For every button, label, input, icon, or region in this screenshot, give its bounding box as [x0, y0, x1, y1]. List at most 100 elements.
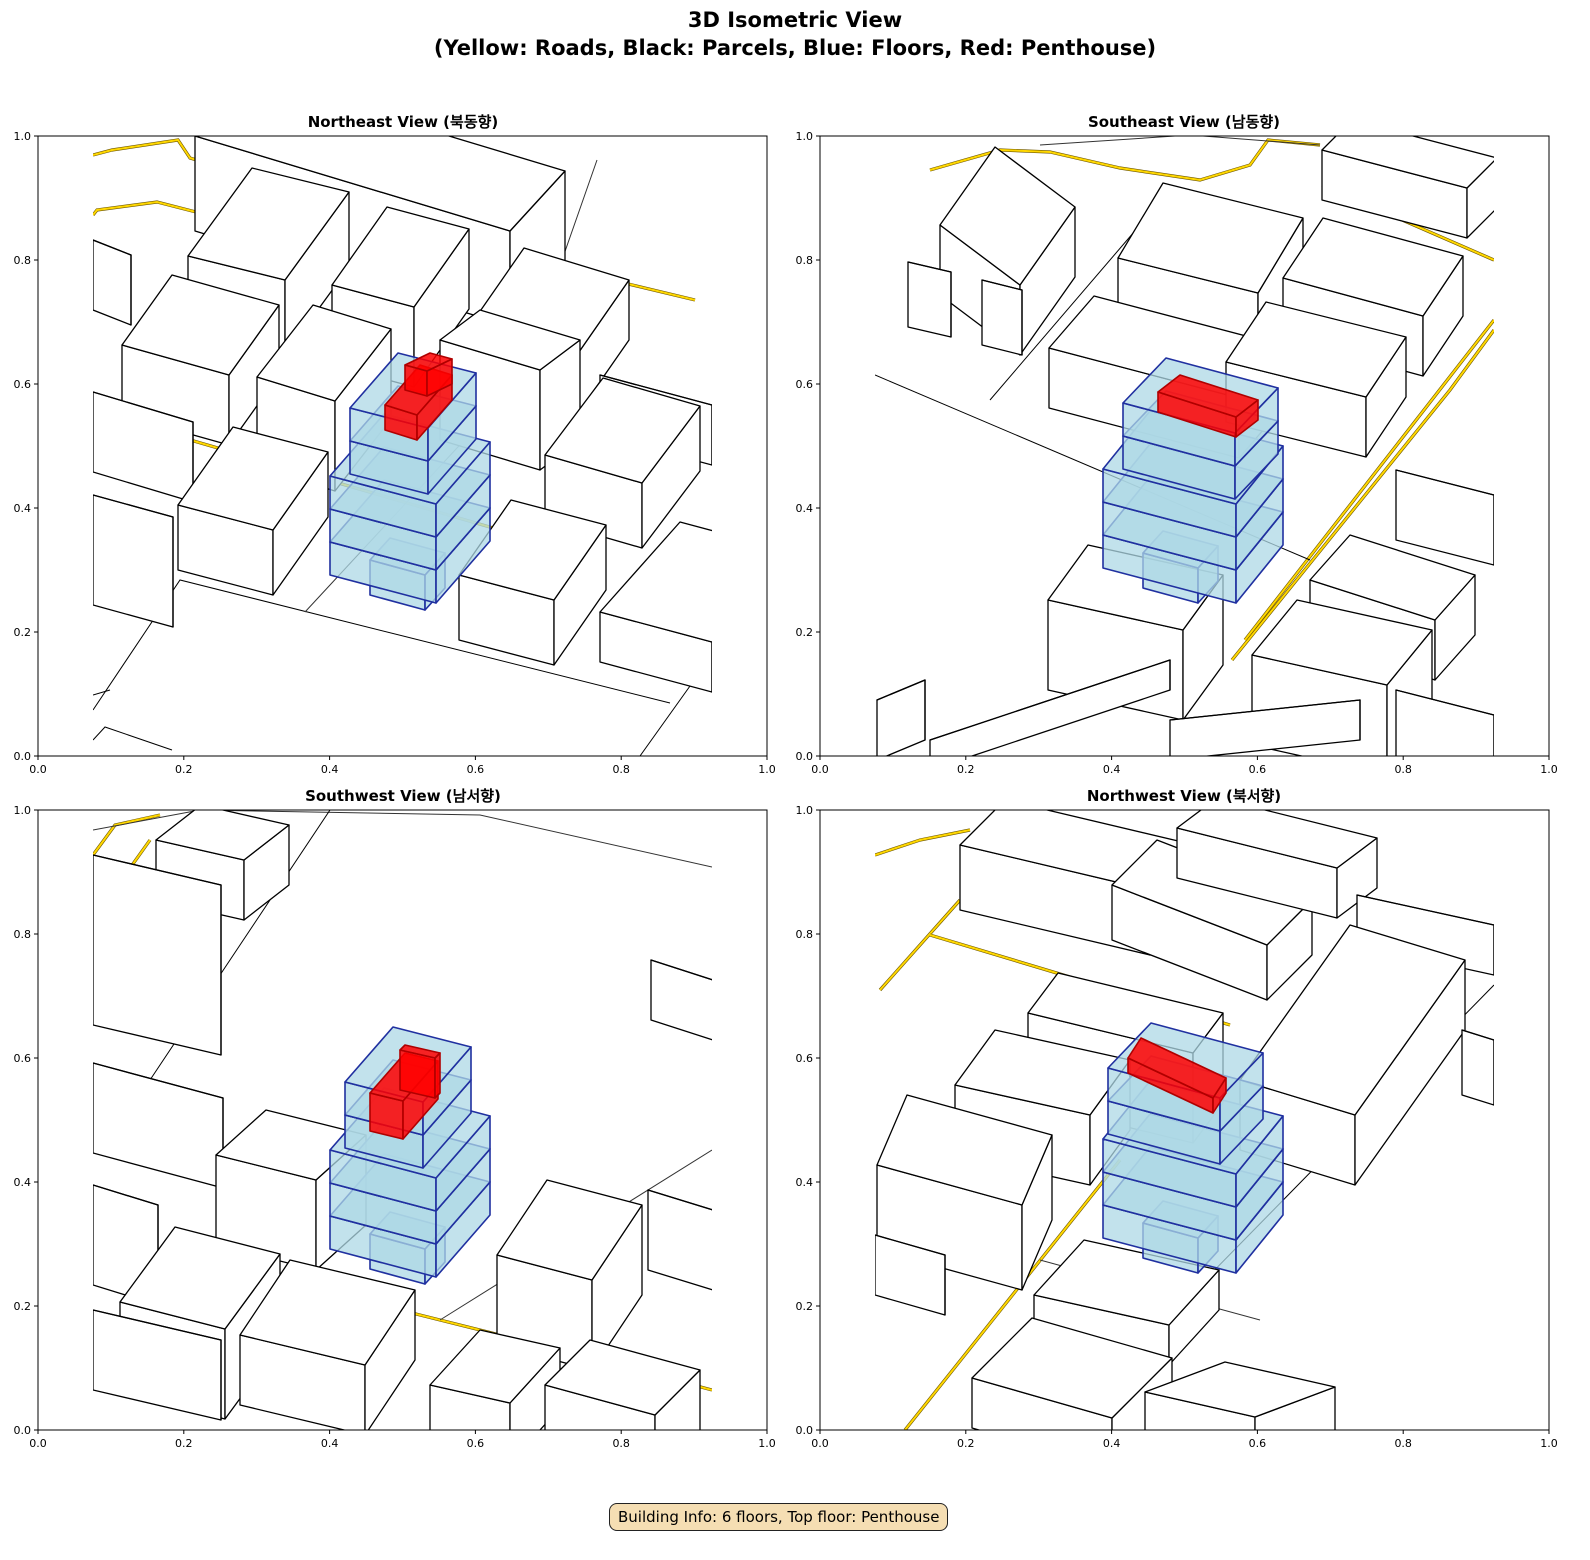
target-building-penthouse-2: [399, 1044, 441, 1099]
panel-southwest: 0.00.00.20.20.40.40.60.60.80.81.01.0: [14, 804, 776, 1450]
parcel-line-5: [93, 726, 173, 751]
parcel-building-13: [177, 426, 329, 596]
parcel-building-7-top-face: [93, 391, 194, 423]
parcel-building-3-top-face: [187, 167, 350, 281]
parcel-building-15: [1395, 689, 1494, 756]
x-tick-label: 0.0: [811, 763, 829, 776]
parcel-building-11-top-face: [1309, 534, 1476, 621]
parcel-building-9-top-face: [239, 1259, 416, 1366]
x-tick-label: 0.0: [811, 1437, 829, 1450]
parcel-line-3: [1039, 136, 1321, 146]
x-tick-label: 1.0: [758, 1437, 776, 1450]
parcel-building-11-top-face: [544, 377, 701, 484]
parcel-building-10-top-face: [439, 309, 581, 371]
x-tick-label: 0.6: [1249, 763, 1267, 776]
parcel-line-1: [93, 810, 712, 868]
parcel-building-15-top-face: [599, 521, 712, 643]
y-tick-label: 0.4: [796, 502, 814, 515]
panel-title-southeast: Southeast View (남동향): [1088, 113, 1280, 131]
parcel-building-16: [876, 679, 926, 756]
y-tick-label: 1.0: [14, 804, 32, 817]
parcel-building-16-top-face: [876, 679, 926, 701]
target-building-penthouse-2-top-face: [399, 1044, 441, 1059]
y-tick-label: 0.4: [14, 502, 32, 515]
parcel-building-13-top-face: [1251, 599, 1433, 686]
axes-frame: [819, 135, 1550, 757]
x-tick-label: 0.0: [29, 763, 47, 776]
x-tick-label: 0.2: [957, 1437, 975, 1450]
parcel-building-2-front-face: [93, 854, 222, 1056]
parcel-building-3-top-face: [1176, 810, 1378, 869]
parcel-building-4-top-face: [331, 206, 470, 308]
target-building-penthouse-1: [1157, 374, 1259, 438]
parcel-building-9-top-face: [875, 1234, 946, 1256]
x-tick-label: 0.4: [1103, 763, 1121, 776]
parcel-building-11: [544, 377, 701, 549]
y-tick-label: 0.4: [796, 1176, 814, 1189]
x-tick-label: 1.0: [758, 763, 776, 776]
axes-frame: [37, 135, 768, 757]
target-building-penthouse-1-top-face: [1157, 374, 1259, 418]
y-tick-label: 0.2: [14, 1300, 32, 1313]
x-tick-label: 0.6: [1249, 1437, 1267, 1450]
parcel-building-5-top-face: [1117, 182, 1304, 294]
y-tick-label: 0.2: [14, 626, 32, 639]
parcel-building-12: [929, 659, 1171, 756]
parcel-building-2: [93, 239, 132, 326]
parcel-building-2-top-face: [93, 239, 132, 256]
parcel-building-12: [1144, 1361, 1336, 1430]
y-tick-label: 1.0: [796, 804, 814, 817]
parcel-building-8-top-face: [1225, 301, 1407, 398]
parcel-building-14: [458, 499, 607, 666]
road-2: [1231, 329, 1494, 661]
parcel-building-11-top-face: [971, 1317, 1173, 1419]
parcel-building-8-top-face: [119, 1226, 281, 1330]
parcel-building-10-top-face: [429, 1329, 561, 1404]
axes-frame: [819, 809, 1550, 1431]
parcel-building-3: [1176, 810, 1378, 919]
road-1: [929, 138, 1321, 182]
figure-title-line2: (Yellow: Roads, Black: Parcels, Blue: Fl…: [434, 36, 1156, 60]
panel-title-southwest: Southwest View (남서향): [305, 787, 501, 805]
x-tick-label: 0.8: [1394, 1437, 1412, 1450]
parcel-building-4: [981, 279, 1023, 356]
parcel-line-2: [989, 224, 1141, 401]
parcel-building-3-top-face: [907, 261, 952, 273]
road-1: [93, 814, 161, 856]
parcel-building-2: [93, 854, 222, 1056]
road-2: [879, 899, 961, 991]
x-tick-label: 0.4: [321, 1437, 339, 1450]
parcel-building-6-top-face: [121, 274, 280, 376]
panel-southeast: 0.00.00.20.20.40.40.60.60.80.81.01.0: [796, 130, 1558, 776]
parcel-building-11: [544, 1339, 701, 1430]
parcel-building-13-front-face: [1461, 1029, 1494, 1106]
x-tick-label: 0.6: [467, 1437, 485, 1450]
parcel-building-12: [93, 1309, 222, 1421]
parcel-building-9: [1395, 469, 1494, 566]
parcel-building-4-top-face: [981, 279, 1023, 291]
isometric-scene: [875, 810, 1494, 1430]
parcel-building-12-top-face: [93, 1309, 222, 1341]
y-tick-label: 0.0: [796, 1424, 814, 1437]
parcel-building-13: [647, 1189, 712, 1291]
parcel-building-9: [239, 1259, 416, 1430]
parcel-building-3: [907, 261, 952, 338]
parcel-building-12-front-face: [93, 494, 174, 628]
parcel-building-6-top-face: [93, 1184, 159, 1206]
parcel-line-1: [93, 579, 671, 711]
y-tick-label: 0.2: [796, 1300, 814, 1313]
parcel-building-13: [1461, 1029, 1494, 1106]
isometric-scene: [875, 136, 1494, 756]
y-tick-label: 0.8: [796, 928, 814, 941]
x-tick-label: 0.8: [1394, 763, 1412, 776]
x-tick-label: 0.4: [1103, 1437, 1121, 1450]
target-building-penthouse-1: [1127, 1037, 1227, 1114]
y-tick-label: 1.0: [14, 130, 32, 143]
parcel-building-4-top-face: [93, 1062, 224, 1099]
road-1: [875, 829, 971, 856]
parcel-building-4-front-face: [981, 279, 1023, 356]
parcel-building-15: [599, 521, 712, 693]
y-tick-label: 0.2: [796, 626, 814, 639]
y-tick-label: 0.0: [796, 750, 814, 763]
